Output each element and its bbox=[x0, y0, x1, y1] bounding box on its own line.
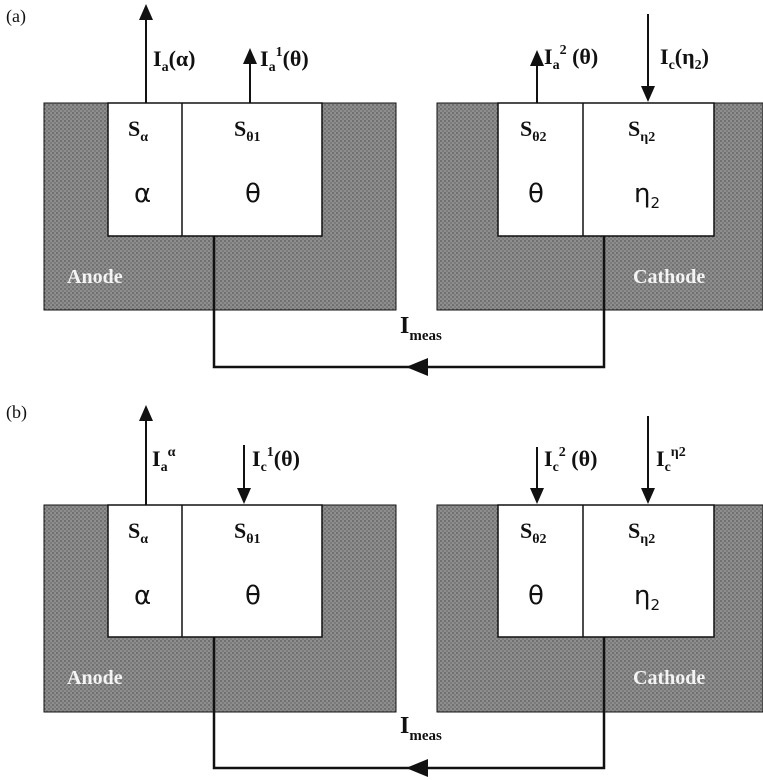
panel-b-circuit: Imeas bbox=[212, 637, 606, 777]
site-s-alpha: Sα bbox=[128, 116, 148, 145]
panel-a-anode: Sα Sθ1 α θ Anode bbox=[43, 102, 397, 311]
panel-a-circuit: Imeas bbox=[212, 236, 606, 376]
arrowhead-up bbox=[243, 48, 257, 64]
cathode-cell-box bbox=[497, 102, 715, 237]
anode-label: Anode bbox=[67, 266, 123, 288]
current-label-ia-alpha: Iaα bbox=[152, 445, 176, 475]
panel-a: (a) Sα Sθ1 α θ Anode Sθ2 Sη2 θ η2 Cathod… bbox=[6, 4, 763, 376]
phase-eta2: η2 bbox=[634, 581, 660, 614]
current-label-imeas: Imeas bbox=[400, 313, 442, 344]
phase-theta: θ bbox=[528, 581, 544, 611]
arrowhead-left bbox=[406, 759, 428, 777]
site-s-eta2: Sη2 bbox=[628, 116, 655, 145]
cathode-label: Cathode bbox=[633, 667, 705, 689]
current-label-imeas: Imeas bbox=[400, 713, 442, 744]
current-label-ia1-theta: Ia1(θ) bbox=[260, 45, 309, 75]
site-s-theta1: Sθ1 bbox=[234, 116, 261, 145]
panel-b-cathode: Sθ2 Sη2 θ η2 Cathode bbox=[436, 504, 763, 713]
arrowhead-down bbox=[641, 488, 655, 504]
arrowhead-up bbox=[139, 405, 153, 421]
arrowhead-up bbox=[139, 4, 153, 20]
anode-cell-box bbox=[107, 102, 323, 237]
panel-a-currents: Ia(α) Ia1(θ) Ia2 (θ) Ic(η2) bbox=[139, 4, 709, 103]
panel-a-label: (a) bbox=[6, 6, 26, 27]
phase-eta2: η2 bbox=[634, 179, 660, 212]
arrowhead-down bbox=[237, 488, 251, 504]
panel-b-label: (b) bbox=[6, 402, 27, 423]
site-s-eta2: Sη2 bbox=[628, 518, 655, 547]
panel-b-anode: Sα Sθ1 α θ Anode bbox=[43, 504, 397, 713]
current-label-ic1-theta: Ic1(θ) bbox=[252, 445, 300, 475]
site-s-theta2: Sθ2 bbox=[520, 116, 547, 145]
current-label-ic-eta2: Icη2 bbox=[656, 445, 686, 475]
current-label-ia2-theta: Ia2 (θ) bbox=[544, 43, 598, 73]
cathode-cell-box bbox=[497, 504, 715, 638]
phase-alpha: α bbox=[134, 581, 151, 611]
arrowhead-up bbox=[530, 50, 544, 66]
panel-b-currents: Iaα Ic1(θ) Ic2 (θ) Icη2 bbox=[139, 405, 686, 505]
phase-theta: θ bbox=[528, 179, 544, 209]
current-label-ia-alpha: Ia(α) bbox=[153, 46, 196, 75]
arrowhead-down bbox=[530, 488, 544, 504]
panel-a-cathode: Sθ2 Sη2 θ η2 Cathode bbox=[436, 102, 763, 311]
site-s-theta1: Sθ1 bbox=[234, 518, 261, 547]
phase-theta: θ bbox=[245, 581, 261, 611]
current-label-ic2-theta: Ic2 (θ) bbox=[544, 445, 597, 475]
arrowhead-down bbox=[641, 86, 655, 102]
site-s-alpha: Sα bbox=[128, 518, 148, 547]
current-label-ic-eta2: Ic(η2) bbox=[660, 44, 709, 73]
anode-cell-box bbox=[107, 504, 323, 638]
phase-alpha: α bbox=[134, 179, 151, 209]
cathode-label: Cathode bbox=[633, 266, 705, 288]
phase-theta: θ bbox=[245, 179, 261, 209]
anode-label: Anode bbox=[67, 667, 123, 689]
panel-b: (b) Sα Sθ1 α θ Anode Sθ2 Sη2 θ η2 Cathod… bbox=[6, 402, 763, 777]
site-s-theta2: Sθ2 bbox=[520, 518, 547, 547]
arrowhead-left bbox=[406, 358, 428, 376]
